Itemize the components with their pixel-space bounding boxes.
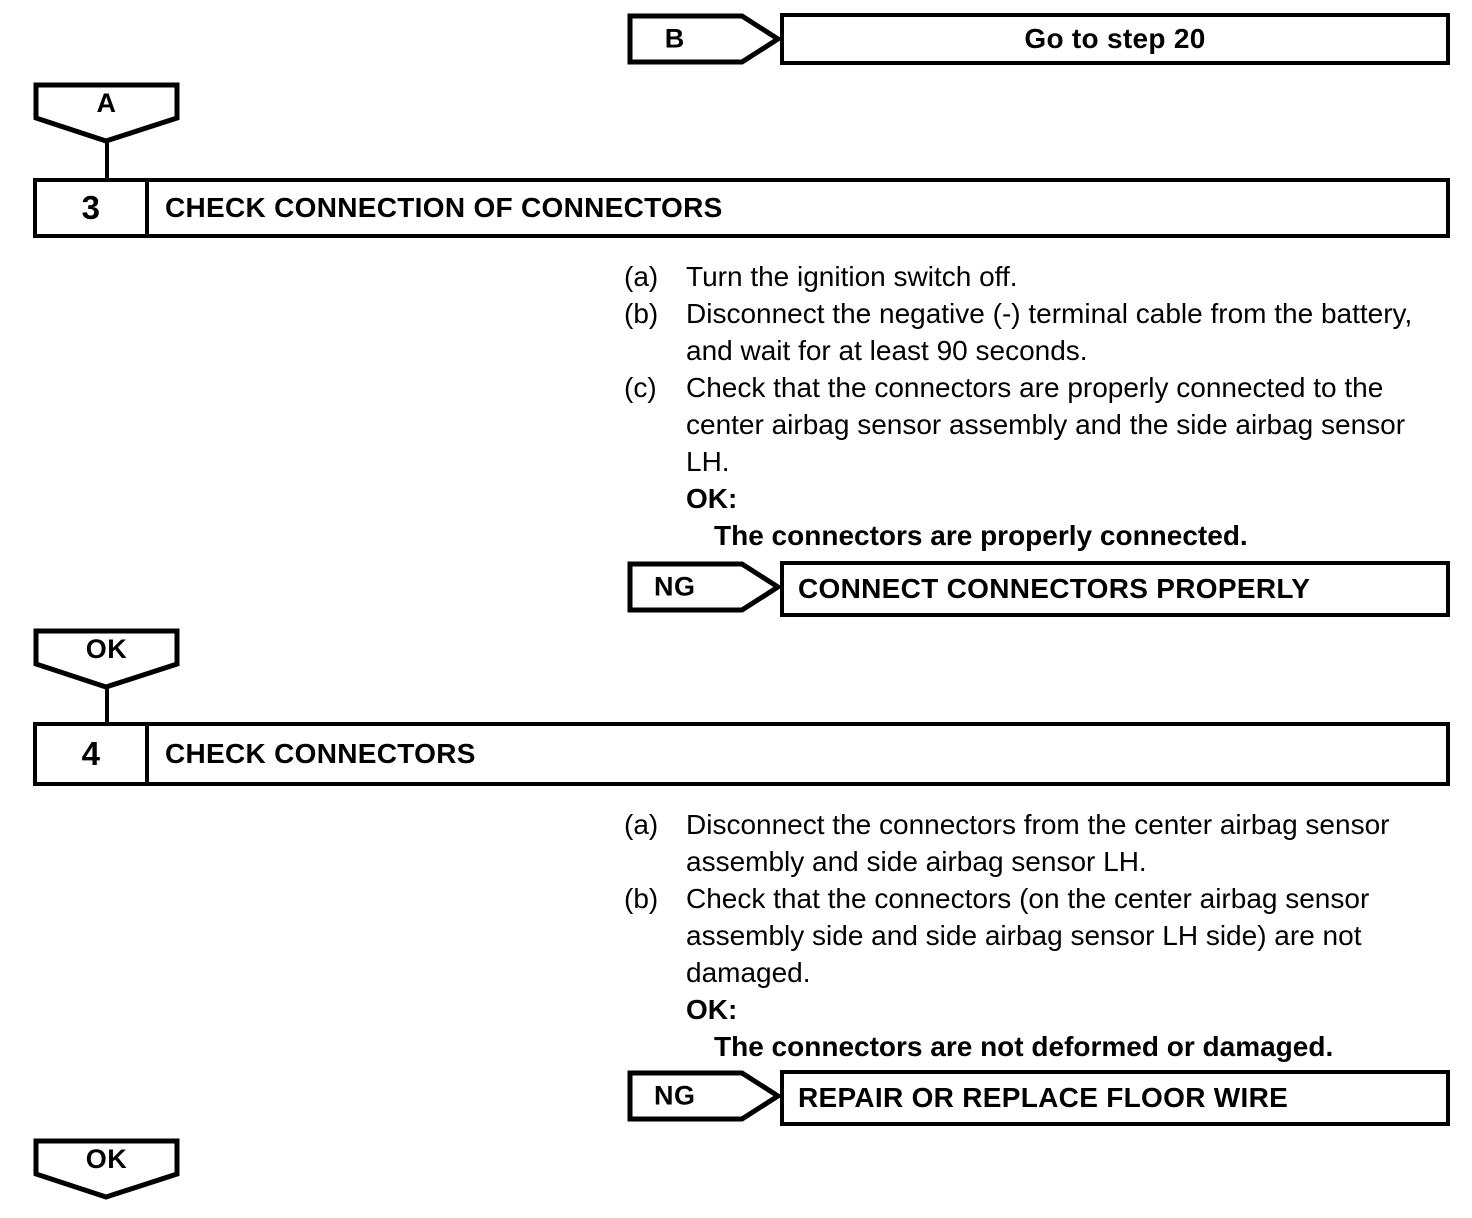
step-3-ok-label: OK: [686, 483, 738, 514]
step-4-instruction-b: (b) Check that the connectors (on the ce… [624, 880, 1454, 991]
step-4-marker-b: (b) [624, 883, 659, 914]
step-4-ng-tag: NG [627, 1070, 781, 1122]
step-3-marker-b: (b) [624, 298, 659, 329]
step-3-instruction-c: (c) Check that the connectors are proper… [624, 369, 1454, 480]
step-3-title: CHECK CONNECTION OF CONNECTORS [165, 192, 723, 223]
step-3-ng-action-box: CONNECT CONNECTORS PROPERLY [780, 561, 1450, 617]
goto-step-20-label: Go to step 20 [1024, 23, 1206, 54]
step-4-ok-label: OK: [686, 994, 738, 1025]
pentagon-down-icon [33, 1138, 180, 1200]
arrow-right-pentagon-icon [627, 1070, 781, 1122]
step-4-ok-value: The connectors are not deformed or damag… [714, 1031, 1334, 1062]
step-4-text-b: Check that the connectors (on the center… [686, 883, 1370, 988]
step-3-header: 3 CHECK CONNECTION OF CONNECTORS [33, 178, 1450, 238]
step-3-text-a: Turn the ignition switch off. [686, 261, 1018, 292]
step-4-ok-exit-label: OK [85, 1144, 128, 1174]
step-3-marker-a: (a) [624, 261, 659, 292]
step-3-number: 3 [37, 182, 149, 234]
step-3-text-b: Disconnect the negative (-) terminal cab… [686, 298, 1413, 366]
step-4-number: 4 [37, 726, 149, 782]
step-3-ok-value: The connectors are properly connected. [714, 520, 1248, 551]
step-3-instructions: (a) Turn the ignition switch off. (b) Di… [624, 258, 1454, 554]
goto-step-20-label-wrap: Go to step 20 [780, 13, 1450, 65]
step-4-instructions: (a) Disconnect the connectors from the c… [624, 806, 1454, 1065]
step-3-instruction-a: (a) Turn the ignition switch off. [624, 258, 1454, 295]
arrow-right-pentagon-icon [627, 561, 781, 613]
step-4-header: 4 CHECK CONNECTORS [33, 722, 1450, 786]
a-tag-label: A [96, 88, 117, 118]
step-3-ng-action-wrap: CONNECT CONNECTORS PROPERLY [780, 561, 1450, 617]
step-3-text-c: Check that the connectors are properly c… [686, 372, 1406, 477]
step-4-instruction-a: (a) Disconnect the connectors from the c… [624, 806, 1454, 880]
step-3-ok-exit-label: OK [85, 634, 128, 664]
arrow-right-pentagon-icon [627, 13, 781, 65]
step-4-title: CHECK CONNECTORS [165, 738, 476, 769]
step-4-ng-action-wrap: REPAIR OR REPLACE FLOOR WIRE [780, 1070, 1450, 1126]
step-3-instruction-b: (b) Disconnect the negative (-) terminal… [624, 295, 1454, 369]
b-tag-label: B [664, 23, 685, 54]
pentagon-down-icon [33, 82, 180, 144]
step-3-ng-action-label: CONNECT CONNECTORS PROPERLY [798, 573, 1311, 604]
step-3-marker-c: (c) [624, 372, 657, 403]
step-3-ng-tag: NG [627, 561, 781, 613]
step-4-ng-action-box: REPAIR OR REPLACE FLOOR WIRE [780, 1070, 1450, 1126]
a-connector-tag: A [33, 82, 180, 144]
connector-line-step3-to-step4 [105, 687, 109, 725]
step-4-text-a: Disconnect the connectors from the cente… [686, 809, 1390, 877]
goto-step-20-box: Go to step 20 [780, 13, 1450, 65]
step-4-ng-tag-label: NG [653, 1080, 696, 1111]
step-4-ok-exit-tag: OK [33, 1138, 180, 1200]
step-4-marker-a: (a) [624, 809, 659, 840]
step-3-ng-tag-label: NG [653, 571, 696, 602]
step-3-ok-exit-tag: OK [33, 628, 180, 690]
pentagon-down-icon [33, 628, 180, 690]
connector-line-a-to-step3 [105, 141, 109, 179]
step-4-ng-action-label: REPAIR OR REPLACE FLOOR WIRE [798, 1082, 1289, 1113]
b-connector-tag: B [627, 13, 781, 65]
